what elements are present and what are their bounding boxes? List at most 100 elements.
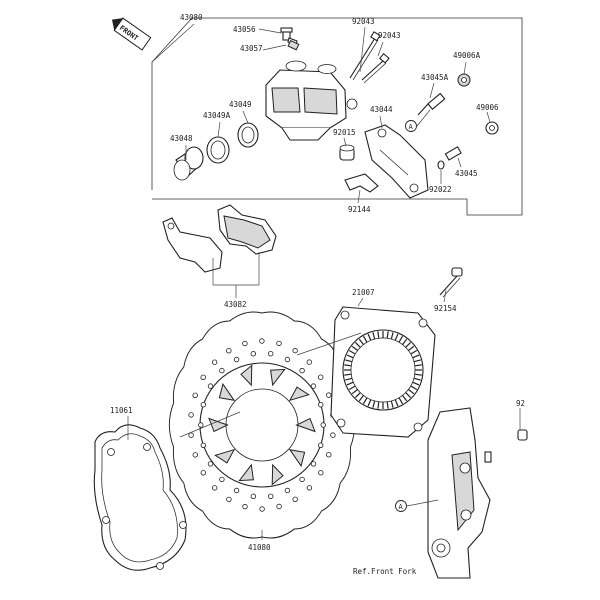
disc-vent-hole bbox=[233, 487, 240, 494]
label-43082: 43082 bbox=[224, 300, 247, 309]
abs-tooth bbox=[354, 392, 361, 399]
piston-43048 bbox=[173, 146, 204, 181]
disc-spoke-cutout bbox=[208, 417, 229, 433]
disc-vent-hole bbox=[318, 470, 324, 476]
abs-tooth bbox=[394, 333, 399, 341]
abs-tooth bbox=[372, 400, 376, 408]
label-43048: 43048 bbox=[170, 134, 193, 143]
brake-disc bbox=[168, 311, 356, 539]
disc-vent-hole bbox=[226, 496, 232, 503]
label-11061: 11061 bbox=[110, 406, 133, 415]
label-92022: 92022 bbox=[429, 185, 452, 194]
label-43044: 43044 bbox=[370, 105, 393, 114]
abs-tooth bbox=[405, 341, 412, 348]
abs-tooth bbox=[367, 399, 372, 407]
disc-vent-hole bbox=[207, 383, 214, 389]
svg-text:A: A bbox=[409, 123, 414, 131]
gasket-11061 bbox=[93, 424, 187, 571]
disc-vent-hole bbox=[200, 442, 206, 448]
fork-bolt-cut bbox=[517, 429, 528, 441]
disc-vent-hole bbox=[320, 422, 326, 428]
caliper-pin-lower bbox=[361, 52, 390, 84]
abs-tooth bbox=[377, 331, 380, 339]
disc-vent-hole bbox=[284, 356, 291, 363]
abs-rotor bbox=[330, 306, 436, 438]
abs-tooth bbox=[358, 395, 364, 402]
abs-tooth bbox=[414, 364, 422, 367]
disc-vent-hole bbox=[310, 383, 317, 389]
abs-tooth bbox=[367, 333, 372, 341]
disc-vent-hole bbox=[192, 392, 198, 398]
disc-vent-hole bbox=[212, 485, 218, 491]
label-43045a: 43045A bbox=[421, 73, 449, 82]
disc-vent-hole bbox=[188, 412, 194, 418]
disc-vent-hole bbox=[318, 374, 324, 380]
abs-tooth bbox=[412, 381, 420, 386]
label-49006: 49006 bbox=[476, 103, 499, 112]
disc-vent-hole bbox=[284, 487, 291, 494]
abs-tooth bbox=[351, 345, 358, 351]
reference-marker-a-upper: A bbox=[405, 120, 417, 132]
disc-spoke-cutout bbox=[238, 463, 254, 482]
label-43056: 43056 bbox=[233, 25, 256, 34]
disc-spoke-cutout bbox=[288, 386, 310, 402]
abs-tooth bbox=[413, 359, 421, 363]
abs-tooth bbox=[402, 395, 408, 402]
disc-vent-hole bbox=[259, 506, 265, 512]
abs-tooth bbox=[402, 338, 408, 345]
label-21007: 21007 bbox=[352, 288, 375, 297]
abs-tooth bbox=[358, 338, 364, 345]
disc-bolt-92154 bbox=[439, 267, 463, 298]
label-92-cut: 92 bbox=[516, 399, 525, 408]
disc-vent-hole bbox=[211, 359, 218, 365]
abs-tooth bbox=[348, 349, 356, 355]
disc-vent-hole bbox=[200, 470, 206, 476]
disc-vent-hole bbox=[299, 476, 305, 483]
abs-tooth bbox=[346, 381, 354, 386]
disc-vent-hole bbox=[306, 485, 313, 491]
caliper-assembly-frame bbox=[151, 17, 523, 216]
disc-vent-hole bbox=[250, 493, 256, 499]
caliper-body bbox=[265, 60, 358, 141]
abs-tooth bbox=[414, 373, 422, 376]
piston-seal-43049 bbox=[237, 122, 259, 148]
disc-vent-hole bbox=[292, 347, 298, 354]
abs-tooth bbox=[344, 373, 352, 376]
disc-vent-hole bbox=[198, 422, 204, 428]
front-direction-badge: FRONT bbox=[111, 17, 152, 51]
label-43045: 43045 bbox=[455, 169, 478, 178]
disc-vent-hole bbox=[259, 338, 265, 344]
disc-vent-hole bbox=[326, 452, 332, 458]
abs-tooth bbox=[390, 332, 394, 340]
abs-tooth bbox=[351, 389, 358, 395]
bushing-92015 bbox=[339, 144, 355, 161]
brake-pad-right bbox=[217, 204, 277, 255]
boot-49006 bbox=[485, 121, 499, 135]
disc-vent-hole bbox=[310, 461, 317, 467]
label-92043-lower: 92043 bbox=[378, 31, 401, 40]
disc-vent-hole bbox=[188, 432, 194, 438]
caliper-pin-upper bbox=[349, 31, 381, 81]
abs-tooth bbox=[345, 377, 353, 381]
abs-tooth bbox=[405, 392, 412, 399]
abs-tooth bbox=[362, 335, 368, 343]
bleed-cap bbox=[287, 39, 300, 51]
disc-vent-hole bbox=[192, 452, 198, 458]
disc-vent-hole bbox=[330, 432, 336, 438]
label-43049: 43049 bbox=[229, 100, 252, 109]
front-fork-lower bbox=[427, 407, 492, 579]
abs-tooth bbox=[346, 354, 354, 359]
abs-tooth bbox=[362, 397, 368, 405]
abs-tooth bbox=[386, 401, 389, 409]
abs-tooth bbox=[377, 401, 380, 409]
disc-vent-hole bbox=[207, 461, 214, 467]
label-49006a: 49006A bbox=[453, 51, 481, 60]
abs-tooth bbox=[410, 385, 418, 391]
disc-vent-hole bbox=[250, 350, 256, 357]
disc-spoke-cutout bbox=[240, 364, 253, 387]
abs-tooth bbox=[354, 341, 361, 348]
disc-vent-hole bbox=[318, 442, 324, 448]
disc-spoke-cutout bbox=[288, 448, 306, 468]
abs-tooth bbox=[344, 364, 352, 367]
